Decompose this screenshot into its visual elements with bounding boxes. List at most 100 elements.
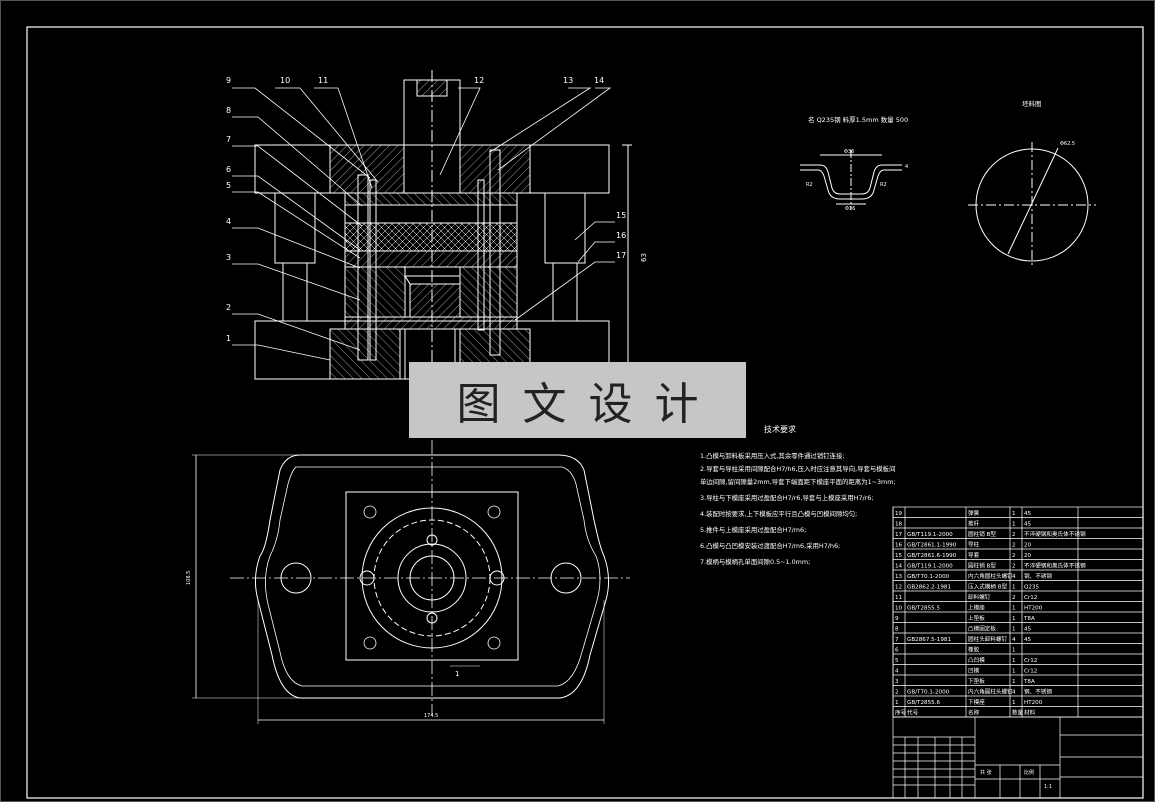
bom-cell: GB/T119.1-2000	[907, 532, 953, 538]
bom-cell: GB/T2855.6	[907, 700, 940, 706]
bom-cell: 1	[1012, 511, 1016, 517]
bom-cell: GB/T70.1-2000	[907, 574, 950, 580]
bom-cell: 凸模固定板	[968, 625, 996, 633]
bom-cell: 1	[895, 700, 899, 706]
bom-cell: 圆柱销 B型	[968, 562, 996, 570]
bom-cell: GB/T2861.6-1990	[907, 553, 957, 559]
part-label: 6	[226, 165, 231, 174]
bom-cell: 不淬硬钢和奥氏体不锈钢	[1024, 562, 1086, 570]
part-label: 9	[226, 76, 231, 85]
bom-header-cell: 名称	[968, 709, 980, 717]
bom-cell: 10	[895, 606, 903, 612]
plan-dim-width: 174.5	[424, 713, 438, 719]
leader-lines	[232, 87, 615, 361]
part-label: 11	[318, 76, 328, 85]
bom-cell: 1	[1012, 606, 1016, 612]
bom-cell: 2	[1012, 553, 1016, 559]
part-label: 16	[616, 231, 626, 240]
bom-cell: 13	[895, 574, 903, 580]
plan-view: 108.5 174.5 1	[186, 440, 630, 724]
bom-cell: 导套	[968, 551, 980, 559]
bom-cell: 9	[895, 616, 899, 622]
watermark-banner: 图文设计	[409, 362, 746, 438]
stripper	[344, 250, 518, 268]
part-label: 8	[226, 106, 231, 115]
bom-cell: 上模座	[968, 604, 985, 612]
bom-cell: 45	[1024, 522, 1032, 528]
watermark-text: 图文设计	[456, 379, 721, 430]
part-label: 10	[280, 76, 290, 85]
bom-header-cell: 数量	[1012, 709, 1024, 717]
part-label: 5	[226, 181, 231, 190]
bom-cell: Cr12	[1024, 595, 1037, 601]
blank-view: 坯料图 Φ62.5	[968, 99, 1096, 268]
tech-line: 3.导柱与下模座采用过盈配合H7/r6,导套与上模座采用H7/r6;	[700, 493, 874, 502]
bom-cell: GB2862.2-1981	[907, 585, 951, 591]
tech-line: 1.凸模与卸料板采用压入式,其余零件通过销钉连接;	[700, 451, 844, 460]
bom-cell: 45	[1024, 627, 1032, 633]
plan-dim-height: 108.5	[186, 571, 192, 585]
bom-cell: 2	[895, 690, 899, 696]
bom-cell: 1	[1012, 627, 1016, 633]
bom-cell: 4	[1012, 574, 1016, 580]
bom-cell: 20	[1024, 543, 1032, 549]
part-label: 7	[226, 135, 231, 144]
bom-cell: 14	[895, 564, 903, 570]
bom-cell: 1	[1012, 585, 1016, 591]
sheet-label: 共 张	[980, 769, 992, 776]
plan-dim-small: 1	[455, 670, 459, 678]
part-dim-side: 4	[905, 164, 908, 170]
part-labels: 9 10 11 8 7 6 5 4 3 2 1 12 13 14 15 16 1…	[226, 76, 626, 343]
bom-cell: GB/T70.1-2000	[907, 690, 950, 696]
bom-cell: 橡胶	[968, 646, 980, 654]
rubber	[344, 222, 518, 252]
bom-cell: GB/T2855.5	[907, 606, 940, 612]
bom-cell: 4	[1012, 637, 1016, 643]
part-view: 名 Q235钢 料厚1.5mm 数量 500 Φ36 4 R2 Φ16 R2	[800, 115, 908, 212]
part-label: 13	[563, 76, 573, 85]
bom-cell: 钢、不锈钢	[1024, 688, 1052, 696]
bom-header-cell: 序号	[895, 709, 907, 717]
section-height-dim: 63	[640, 253, 648, 262]
bom-cell: 导柱	[968, 541, 980, 549]
tech-requirements: 技术要求 1.凸模与卸料板采用压入式,其余零件通过销钉连接; 2.导套与导柱采用…	[700, 424, 896, 566]
part-view-title: 名 Q235钢 料厚1.5mm 数量 500	[808, 115, 908, 124]
bom-cell: 凹模	[968, 667, 980, 675]
tech-line: 5.推件与上模座采用过盈配合H7/m6;	[700, 525, 806, 534]
part-label: 17	[616, 251, 626, 260]
bom-cell: T8A	[1023, 616, 1035, 622]
tech-line: 7.模柄与模柄孔单面间隙0.5~1.0mm;	[700, 557, 810, 566]
bom-cell: 4	[1012, 690, 1016, 696]
bom-cell: 1	[1012, 679, 1016, 685]
tech-line: 2.导套与导柱采用间隙配合H7/h6,压入时应注意其导向,导套与模板间	[700, 464, 895, 473]
bom-cell: 6	[895, 648, 899, 654]
bom-cell: Q235	[1024, 585, 1040, 591]
bom-cell: Cr12	[1024, 669, 1037, 675]
section-view: 63	[254, 70, 648, 390]
bom-header-cell: 代号	[907, 709, 919, 717]
bom-cell: 圆柱销 B型	[968, 530, 996, 538]
bom-cell: 凸凹模	[968, 656, 985, 664]
bom-cell: 1	[1012, 522, 1016, 528]
bom-cell: 弹簧	[968, 509, 980, 517]
bom-cell: 17	[895, 532, 903, 538]
part-label: 12	[474, 76, 484, 85]
bom-cell: 推杆	[968, 520, 980, 528]
bom-cell: 内六角圆柱头螺钉	[968, 688, 1013, 696]
part-label: 14	[594, 76, 604, 85]
punch-plate	[344, 204, 518, 224]
tech-line: 6.凸模与凸凹模安装过渡配合H7/m6,采用H7/h6;	[700, 541, 840, 550]
bom-cell: 20	[1024, 553, 1032, 559]
part-dim-bottom: Φ16	[845, 206, 855, 212]
bom-cell: HT200	[1024, 700, 1043, 706]
bom-cell: 卸料螺钉	[968, 593, 991, 601]
inner-border	[26, 26, 1144, 799]
scale-label: 比例	[1024, 769, 1034, 776]
bom-cell: 12	[895, 585, 902, 591]
bom-cell: 7	[895, 637, 899, 643]
tech-line: 单边间隙,留间隙量2mm,导套下端面距下模座平面的距离为1~3mm;	[700, 477, 896, 486]
part-label: 15	[616, 211, 626, 220]
bom-cell: 4	[895, 669, 899, 675]
